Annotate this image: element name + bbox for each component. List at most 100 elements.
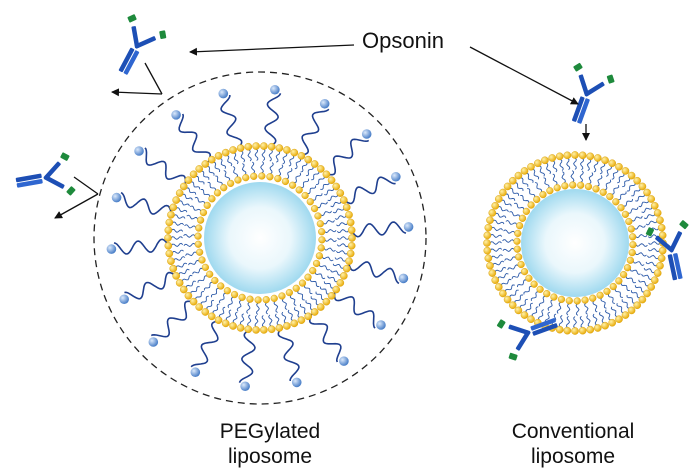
lipid-head xyxy=(522,207,530,215)
lipid-tail xyxy=(213,161,221,173)
lipid-head xyxy=(546,187,554,195)
lipid-head xyxy=(484,223,493,232)
lipid-head xyxy=(520,311,529,319)
lipid-tail xyxy=(538,165,546,177)
lipid-tail xyxy=(268,314,273,327)
lipid-head xyxy=(236,324,245,332)
lipid-head xyxy=(581,296,589,304)
lipid-tail xyxy=(170,242,184,248)
lipid-tail xyxy=(201,170,210,180)
lipid-head xyxy=(527,315,535,324)
lipid-head xyxy=(584,182,593,191)
lipid-tail xyxy=(186,187,197,195)
lipid-tail xyxy=(309,279,320,287)
peg-bead xyxy=(190,367,201,378)
lipid-head xyxy=(550,293,558,301)
peg-strand xyxy=(347,261,400,285)
peg-strand xyxy=(333,291,376,329)
lipid-tail xyxy=(621,299,630,309)
lipid-tail xyxy=(507,264,519,271)
lipid-head xyxy=(348,234,356,242)
lipid-head xyxy=(647,283,656,291)
pegylated-liposome-label: PEGylated liposome xyxy=(210,420,330,470)
lipid-head xyxy=(569,181,577,189)
lipid-head xyxy=(201,160,210,168)
lipid-tail xyxy=(232,166,239,178)
lipid-tail xyxy=(520,177,529,187)
lipid-tail xyxy=(211,287,219,298)
lipid-head xyxy=(628,249,636,257)
lipid-head xyxy=(345,211,353,219)
lipid-head xyxy=(238,293,246,301)
lipid-tail xyxy=(579,315,584,329)
lipid-head xyxy=(229,322,237,330)
lipid-head xyxy=(275,324,284,332)
lipid-tail xyxy=(509,211,521,218)
lipid-tail xyxy=(598,311,605,324)
lipid-head xyxy=(629,241,637,249)
lipid-head xyxy=(573,297,581,305)
lipid-tail xyxy=(299,303,307,315)
lipid-head xyxy=(621,167,630,175)
peg-chains xyxy=(106,84,414,392)
lipid-head xyxy=(262,296,270,304)
antibody-stem xyxy=(577,98,590,124)
lipid-head xyxy=(565,297,573,305)
lipid-head xyxy=(484,254,493,263)
antibody-stem xyxy=(667,254,678,281)
lipid-head xyxy=(494,195,503,203)
lipid-tail xyxy=(200,295,209,305)
lipid-head xyxy=(194,232,202,240)
lipid-head xyxy=(638,295,647,304)
lipid-tail xyxy=(301,178,309,189)
pegylated-liposome xyxy=(93,71,427,405)
lipid-tail xyxy=(304,285,313,295)
lipid-head xyxy=(297,152,306,160)
arrows xyxy=(54,44,590,219)
lipid-head xyxy=(260,142,268,150)
lipid-head xyxy=(201,263,210,271)
lipid-tail xyxy=(294,172,302,184)
lipid-tail xyxy=(332,208,345,214)
lipid-tail xyxy=(502,247,515,253)
lipid-tail xyxy=(520,195,530,204)
lipid-tail xyxy=(247,149,252,162)
lipid-head xyxy=(315,252,323,260)
lipid-tail xyxy=(584,302,589,315)
lipid-head xyxy=(486,261,494,270)
lipid-head xyxy=(548,154,557,162)
peg-aqueous-core xyxy=(204,182,316,294)
lipid-tail xyxy=(526,172,534,183)
lipid-tail xyxy=(489,247,503,252)
lipid-head xyxy=(503,182,512,191)
lipid-tail xyxy=(588,172,594,185)
lipid-tail xyxy=(545,162,552,175)
antibody-arm xyxy=(669,231,683,253)
lipid-tail xyxy=(185,251,197,257)
lipid-tail xyxy=(254,148,259,161)
lipid-tail xyxy=(274,313,280,326)
peg-bead xyxy=(339,356,349,366)
repel-arrow-top-b xyxy=(111,88,163,97)
lipid-tail xyxy=(261,315,266,328)
antibody-stem xyxy=(16,178,43,188)
lipid-tail xyxy=(240,150,246,163)
lipid-tail xyxy=(246,301,251,314)
lipid-head xyxy=(615,162,623,171)
lipid-tail xyxy=(638,279,649,287)
peg-strand xyxy=(120,191,173,215)
lipid-tail xyxy=(531,306,539,317)
lipid-head xyxy=(252,326,260,334)
lipid-tail xyxy=(172,221,184,226)
lipid-head xyxy=(518,214,527,222)
lipid-head xyxy=(633,176,642,185)
lipid-tail xyxy=(634,252,647,257)
peg-strand xyxy=(299,108,330,156)
lipid-head xyxy=(316,165,325,173)
antibody-arm xyxy=(43,161,61,181)
antibody-tip xyxy=(606,74,615,84)
peg-strand xyxy=(343,176,396,205)
lipid-head xyxy=(332,285,341,294)
antibody-arm xyxy=(131,26,140,49)
lipid-tail xyxy=(223,170,231,181)
